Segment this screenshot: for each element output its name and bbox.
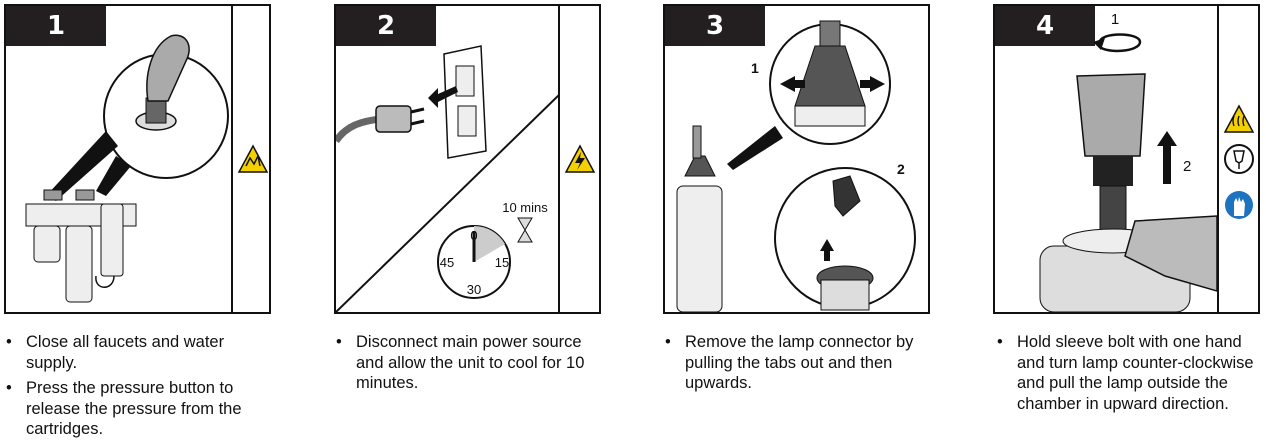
hot-surface-warning-icon <box>1223 104 1255 133</box>
step-1-illustration <box>25 34 229 303</box>
step-number: 3 <box>665 6 765 46</box>
clock-tick-45: 45 <box>440 255 454 270</box>
step-number: 4 <box>995 6 1095 46</box>
step-number: 2 <box>336 6 436 46</box>
clock-tick-30: 30 <box>467 282 481 297</box>
instruction-bullet: Remove the lamp connector by pulling the… <box>663 332 923 394</box>
clock-tick-15: 15 <box>495 255 509 270</box>
instruction-bullet: Press the pressure button to release the… <box>4 378 269 440</box>
instruction-bullet: Disconnect main power source and allow t… <box>334 332 599 394</box>
step-number: 1 <box>6 6 106 46</box>
timer-label: 10 mins <box>502 200 548 215</box>
instruction-bullet: Close all faucets and water supply. <box>4 332 269 373</box>
instruction-bullet: Hold sleeve bolt with one hand and turn … <box>995 332 1255 414</box>
step-4-panel: 4 1 2 <box>993 4 1260 314</box>
step-3-instructions: Remove the lamp connector by pulling the… <box>663 332 923 399</box>
step-3-illustration: 1 2 <box>676 20 916 312</box>
electric-shock-warning-icon <box>564 144 596 173</box>
wear-gloves-icon <box>1225 191 1253 219</box>
step-4-illustration: 1 2 <box>1039 11 1217 312</box>
step-2-illustration: 0 15 30 45 10 mins <box>336 45 560 312</box>
step-2-instructions: Disconnect main power source and allow t… <box>334 332 599 399</box>
callout-1: 1 <box>751 60 759 76</box>
callout-2: 2 <box>1183 158 1191 175</box>
fragile-glass-icon <box>1224 144 1254 174</box>
step-1-instructions: Close all faucets and water supply. Pres… <box>4 332 269 445</box>
pressure-warning-icon <box>237 144 269 173</box>
callout-2: 2 <box>897 161 905 177</box>
step-4-icon-column <box>1217 6 1258 312</box>
step-4-instructions: Hold sleeve bolt with one hand and turn … <box>995 332 1255 419</box>
step-2-panel: 2 0 15 30 45 10 mins <box>334 4 601 314</box>
callout-1: 1 <box>1111 11 1119 28</box>
step-1-panel: 1 <box>4 4 271 314</box>
step-2-icon-column <box>558 6 599 312</box>
step-1-icon-column <box>231 6 269 312</box>
step-3-panel: 3 1 2 <box>663 4 930 314</box>
clock-tick-0: 0 <box>470 228 477 243</box>
